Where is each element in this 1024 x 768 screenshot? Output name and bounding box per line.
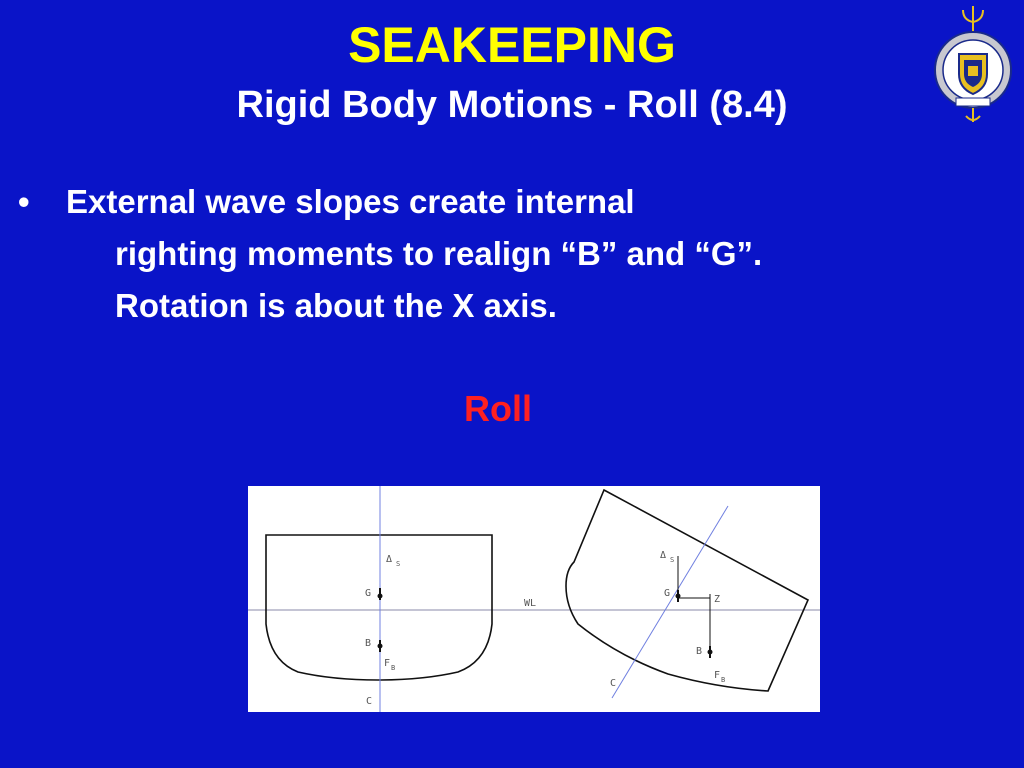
naval-academy-crest-icon <box>930 4 1016 124</box>
slide-subtitle: Rigid Body Motions - Roll (8.4) <box>236 84 788 126</box>
heeled-g-label: G <box>664 588 670 599</box>
bullet-text-line-3: Rotation is about the X axis. <box>115 287 557 324</box>
upright-b-label: B <box>365 638 371 649</box>
heeled-hull <box>565 488 810 692</box>
bullet-text-line-1: External wave slopes create internal <box>66 183 635 220</box>
heeled-delta-label: Δ <box>660 550 666 561</box>
upright-delta-label: Δ <box>386 554 392 565</box>
upright-hull <box>265 534 493 681</box>
heeled-cl-label: C <box>610 678 616 689</box>
upright-g-label: G <box>365 588 371 599</box>
upright-fb-label: F <box>384 658 390 669</box>
waterline-label: WL <box>524 598 536 609</box>
upright-delta-sub: S <box>396 560 400 568</box>
heeled-b-label: B <box>696 646 702 657</box>
bullet-marker: • <box>18 183 30 220</box>
bullet-text-line-2: righting moments to realign “B” and “G”. <box>115 235 763 272</box>
heeled-z-label: Z <box>714 594 720 605</box>
roll-diagram: G B Δ S F B C WL G Z B Δ S F B C <box>248 486 820 712</box>
upright-fb-sub: B <box>391 664 395 672</box>
slide-title: SEAKEEPING <box>348 17 676 73</box>
heeled-delta-sub: S <box>670 556 674 564</box>
upright-cl-label: C <box>366 696 372 707</box>
heeled-centerline <box>611 505 729 699</box>
heeled-fb-sub: B <box>721 676 725 684</box>
figure-label: Roll <box>464 388 532 429</box>
heeled-fb-label: F <box>714 670 720 681</box>
